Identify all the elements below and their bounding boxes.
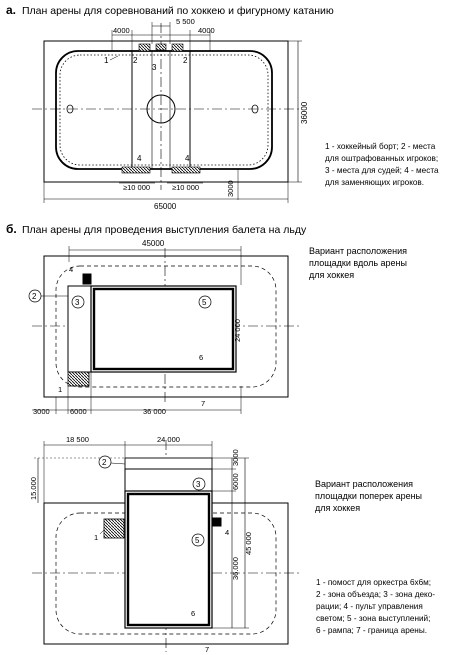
callout-a-2-right: 2 <box>183 56 188 65</box>
referee-box <box>155 43 167 51</box>
callout-p1-3: 3 <box>75 298 80 307</box>
dim-a-36000: 36000 <box>300 101 309 124</box>
callout-p1-1: 1 <box>58 385 62 394</box>
p1-orchestra <box>67 371 90 387</box>
hockey-board <box>55 50 273 170</box>
dim-a-4000-right: 4000 <box>198 26 215 35</box>
legend-a-line-4: для заменяющих игроков. <box>325 178 424 187</box>
callout-p2-6: 6 <box>191 609 195 618</box>
dim-a-65000: 65000 <box>154 202 177 211</box>
dim-a-3000: 3000 <box>226 180 235 197</box>
note-p2-line-1: Вариант расположения <box>315 479 413 489</box>
dim-a-5500: 5 500 <box>176 17 195 26</box>
callout-a-2-left: 2 <box>133 56 138 65</box>
neutral-zone <box>131 50 191 170</box>
center-circle <box>146 94 176 124</box>
dim-p1-6000: 6000 <box>70 407 87 416</box>
note-p1-line-2: площадки вдоль арены <box>309 258 407 268</box>
plan-2: 18 500 24 000 <box>29 435 422 654</box>
goal-left <box>66 104 74 114</box>
p1-boundary <box>43 255 289 398</box>
goal-right <box>251 104 259 114</box>
legend-a-line-2: для оштрафованных игроков; <box>325 154 438 163</box>
callout-p1-2: 2 <box>32 292 37 301</box>
dim-p1-3000: 3000 <box>33 407 50 416</box>
callout-p2-4: 4 <box>225 528 229 537</box>
penalty-box-right <box>171 43 184 52</box>
callout-p1-6: 6 <box>199 353 203 362</box>
p1-performance-zone <box>90 285 237 373</box>
legend-a-line-1: 1 - хоккейный борт; 2 - места <box>325 142 436 151</box>
legend-b-line-4: светом; 5 - зона выступлений; <box>316 614 430 623</box>
legend-b-line-1: 1 - помост для оркестра 6х6м; <box>316 578 431 587</box>
note-p2-line-2: площадки поперек арены <box>315 491 422 501</box>
callout-a-3: 3 <box>152 63 157 72</box>
bench-left <box>121 166 151 174</box>
p2-light-control <box>212 517 222 527</box>
callout-p2-5: 5 <box>195 536 200 545</box>
callout-a-1: 1 <box>104 56 109 65</box>
dim-p1-24000: 24 000 <box>233 319 242 342</box>
section-b: б. План арены для проведения выступления… <box>6 222 435 654</box>
callout-p1-4: 4 <box>69 265 73 274</box>
section-a-letter: а. <box>6 3 16 17</box>
callout-p2-3: 3 <box>196 480 201 489</box>
dim-p2-45000: 45 000 <box>244 532 253 555</box>
legend-b-line-2: 2 - зона объезда; 3 - зона деко- <box>316 590 435 599</box>
dim-p2-24000: 24 000 <box>157 435 180 444</box>
arena-a-boundary <box>43 40 289 183</box>
callout-p1-7: 7 <box>201 399 205 408</box>
dim-p2-15000: 15.000 <box>29 477 38 500</box>
p2-ramp <box>126 492 211 627</box>
dim-a-10000-right: ≥10 000 <box>172 183 199 192</box>
note-p2-line-3: для хоккея <box>315 503 360 513</box>
rink-inner-dotted <box>59 54 269 166</box>
callout-p2-1: 1 <box>94 533 98 542</box>
p2-orchestra <box>103 518 125 539</box>
callout-p2-2: 2 <box>102 458 107 467</box>
dim-p1-45000: 45000 <box>142 239 165 248</box>
dim-p2-3000: 3000 <box>231 449 240 466</box>
p1-rink-dashed <box>55 265 277 388</box>
section-b-title: План арены для проведения выступления ба… <box>22 224 307 236</box>
callout-p2-7: 7 <box>205 645 209 654</box>
callout-p1-5: 5 <box>202 298 207 307</box>
p2-bypass-zone <box>124 457 213 470</box>
plan-1: 45000 24 000 3000 <box>28 239 407 416</box>
legend-a-line-3: 3 - места для судей; 4 - места <box>325 166 439 175</box>
p1-light-control <box>82 273 92 285</box>
dim-a-4000-left: 4000 <box>113 26 130 35</box>
legend-b-line-3: рации; 4 - пульт управления <box>316 602 423 611</box>
p1-ramp <box>92 287 235 371</box>
dim-p2-36000: 36.000 <box>231 557 240 580</box>
dim-p2-18500: 18 500 <box>66 435 89 444</box>
dim-p2-6000: 6000 <box>231 473 240 490</box>
note-p1-line-3: для хоккея <box>309 270 354 280</box>
legend-b-line-5: 6 - рампа; 7 - граница арены. <box>316 626 427 635</box>
dim-p1-36000: 36 000 <box>143 407 166 416</box>
dim-a-10000-left: ≥10 000 <box>123 183 150 192</box>
section-a-title: План арены для соревнований по хоккею и … <box>22 5 334 17</box>
penalty-box-left <box>138 43 151 52</box>
section-a: а. План арены для соревнований по хоккею… <box>6 3 439 211</box>
section-b-letter: б. <box>6 222 17 236</box>
p2-performance-zone <box>124 490 213 629</box>
callout-a-4-left: 4 <box>137 154 142 163</box>
bench-right <box>171 166 201 174</box>
note-p1-line-1: Вариант расположения <box>309 246 407 256</box>
callout-a-4-right: 4 <box>185 154 190 163</box>
